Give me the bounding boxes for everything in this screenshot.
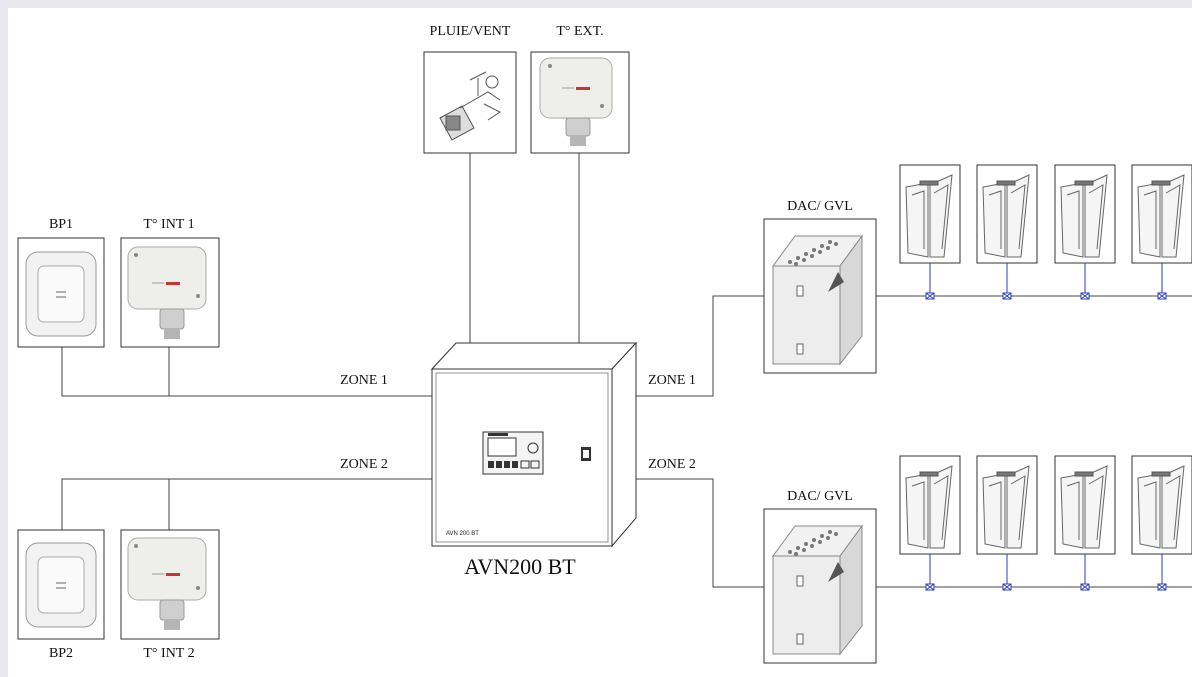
sensor-t-int1: T° INT 1: [120, 217, 220, 348]
window-icon: [905, 174, 953, 258]
window-icon: [1060, 174, 1108, 258]
window-terminal-icon: [1080, 292, 1090, 300]
window-actuator-1: [899, 164, 961, 300]
window-terminal-icon: [1157, 292, 1167, 300]
window-icon: [1060, 465, 1108, 549]
pushbutton-bp1: BP1: [17, 217, 105, 348]
label-dac2: DAC/ GVL: [787, 489, 853, 504]
sensor-t-int2: T° INT 2: [120, 529, 220, 661]
cabinet-icon: [772, 524, 863, 656]
label-t-int2: T° INT 2: [143, 646, 194, 661]
label-t-int1: T° INT 1: [143, 217, 194, 232]
wire-dac1: [620, 295, 764, 397]
window-group-zone1: [876, 164, 1192, 300]
dac-gvl-cabinet-1: DAC/ GVL: [763, 199, 877, 374]
window-terminal-icon: [1002, 292, 1012, 300]
cabinet-icon: [772, 234, 863, 366]
window-icon: [1137, 174, 1185, 258]
controller-title: AVN200 BT: [464, 554, 576, 579]
temperature-sensor-icon: [127, 537, 207, 630]
label-bp1: BP1: [49, 217, 73, 232]
label-zone2-left: ZONE 2: [340, 457, 388, 472]
dac-gvl-cabinet-2: DAC/ GVL: [763, 489, 877, 664]
window-icon: [982, 465, 1030, 549]
pushbutton-bp2: BP2: [17, 529, 105, 661]
window-terminal-icon: [925, 292, 935, 300]
controller-avn200bt: AVN 200 BT AVN200 BT: [430, 341, 638, 579]
window-terminal-icon: [1080, 583, 1090, 591]
label-dac1: DAC/ GVL: [787, 199, 853, 214]
window-actuator-3: [1054, 455, 1116, 591]
window-icon: [982, 174, 1030, 258]
window-icon: [1137, 465, 1185, 549]
window-actuator-4: [1131, 455, 1192, 591]
temperature-sensor-icon: [127, 246, 207, 339]
wire-bp2: [61, 478, 432, 530]
window-actuator-2: [976, 164, 1038, 300]
label-bp2: BP2: [49, 646, 73, 661]
wire-bp1: [61, 347, 432, 397]
label-zone2-right: ZONE 2: [648, 457, 696, 472]
label-zone1-left: ZONE 1: [340, 373, 388, 388]
window-icon: [905, 465, 953, 549]
rain-wind-sensor-icon: [439, 71, 501, 141]
window-terminal-icon: [1157, 583, 1167, 591]
controller-switch-icon: [581, 447, 591, 461]
label-t-ext: T° EXT.: [556, 24, 603, 39]
window-actuator-4: [1131, 164, 1192, 300]
sensor-t-ext: T° EXT.: [530, 24, 630, 154]
controller-plate-label: AVN 200 BT: [446, 531, 479, 537]
sensor-pluie-vent: PLUIE/VENT: [423, 24, 517, 154]
window-group-zone2: [876, 455, 1192, 591]
window-actuator-2: [976, 455, 1038, 591]
window-terminal-icon: [925, 583, 935, 591]
pushbutton-icon: [25, 251, 97, 337]
temperature-sensor-icon: [539, 57, 613, 146]
controller-display-icon: [482, 431, 544, 475]
label-pluie-vent: PLUIE/VENT: [430, 24, 511, 39]
wiring: [61, 153, 764, 588]
window-actuator-3: [1054, 164, 1116, 300]
pushbutton-icon: [25, 542, 97, 628]
window-terminal-icon: [1002, 583, 1012, 591]
label-zone1-right: ZONE 1: [648, 373, 696, 388]
window-actuator-1: [899, 455, 961, 591]
wire-dac2: [620, 478, 764, 588]
